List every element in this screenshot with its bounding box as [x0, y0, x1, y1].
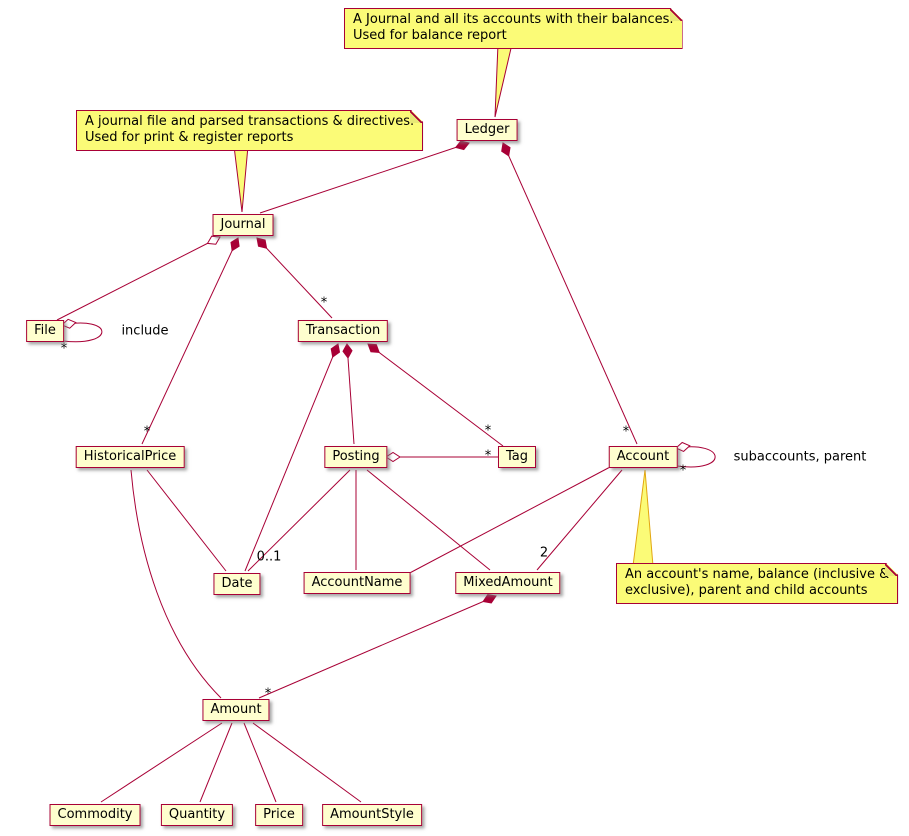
class-node-amount: Amount	[202, 699, 270, 721]
mixedamount-amount-filled-diamond-icon	[482, 594, 497, 604]
journal-transaction-filled-diamond-icon	[256, 237, 268, 249]
edge-account-accountname	[403, 465, 613, 577]
note-text: A journal file and parsed transactions &…	[85, 114, 415, 145]
edge-journal-transaction	[256, 237, 333, 319]
edge-ledger-account	[502, 142, 638, 445]
edge-amount-price	[243, 722, 277, 803]
edge-posting-mixedamount	[366, 469, 491, 571]
account-description-pointer-icon	[632, 469, 654, 567]
file-include-loop-open-diamond-icon	[61, 318, 77, 329]
edge-file-include-loop	[61, 322, 103, 343]
edge-amount-commodity	[100, 722, 223, 803]
class-node-date: Date	[213, 573, 261, 595]
class-node-ledger: Ledger	[456, 119, 518, 141]
class-node-amountstyle: AmountStyle	[322, 804, 422, 826]
edge-label: include	[121, 323, 169, 339]
edge-account-mixedamount	[536, 469, 623, 571]
class-node-file: File	[26, 320, 64, 342]
class-node-journal: Journal	[212, 214, 274, 236]
note-account-description: An account's name, balance (inclusive & …	[616, 563, 898, 604]
class-node-posting: Posting	[324, 446, 388, 468]
edge-label: *	[264, 686, 272, 702]
note-text: An account's name, balance (inclusive & …	[625, 567, 890, 598]
transaction-posting-filled-diamond-icon	[342, 343, 353, 359]
class-node-price: Price	[255, 804, 303, 826]
class-node-quantity: Quantity	[160, 804, 234, 826]
edge-label: 0..1	[256, 549, 282, 565]
class-node-transaction: Transaction	[297, 320, 389, 342]
edge-historicalprice-amount	[130, 469, 222, 699]
edge-mixedamount-amount	[258, 595, 497, 699]
edge-historicalprice-date	[146, 469, 227, 572]
print-register-pointer-icon	[233, 145, 249, 213]
journal-file-open-diamond-icon	[206, 235, 221, 245]
journal-historicalprice-filled-diamond-icon	[230, 237, 240, 252]
class-node-accountname: AccountName	[303, 572, 411, 594]
note-text: A Journal and all its accounts with thei…	[353, 12, 674, 43]
transaction-tag-filled-diamond-icon	[367, 343, 380, 353]
edge-amount-amountstyle	[252, 722, 362, 803]
class-node-mixedamount: MixedAmount	[455, 572, 561, 594]
class-node-account: Account	[608, 446, 678, 468]
posting-tag-open-diamond-icon	[385, 451, 401, 463]
edge-label: 2	[539, 545, 549, 561]
class-node-tag: Tag	[497, 446, 537, 468]
edge-ledger-journal	[259, 142, 470, 214]
edge-account-subaccounts-loop	[675, 446, 716, 468]
balance-report-pointer-icon	[494, 43, 513, 118]
edge-label: *	[622, 424, 630, 440]
edge-label: subaccounts, parent	[733, 449, 867, 465]
note-balance-report: A Journal and all its accounts with thei…	[344, 8, 683, 49]
edge-transaction-tag	[367, 343, 504, 447]
edge-posting-date	[247, 469, 351, 572]
note-print-register: A journal file and parsed transactions &…	[76, 110, 423, 151]
edge-journal-file	[56, 236, 221, 321]
edge-label: *	[484, 448, 492, 464]
edge-label: *	[679, 463, 687, 479]
ledger-journal-filled-diamond-icon	[454, 140, 470, 151]
edge-label: *	[143, 424, 151, 440]
edge-label: *	[484, 423, 492, 439]
edge-transaction-date	[244, 343, 339, 572]
class-node-commodity: Commodity	[49, 804, 141, 826]
edge-transaction-posting	[346, 343, 355, 445]
account-subaccounts-loop-open-diamond-icon	[675, 441, 691, 452]
edge-journal-historicalprice	[141, 237, 239, 445]
ledger-account-filled-diamond-icon	[501, 142, 511, 157]
edge-label: *	[60, 341, 68, 357]
class-node-historicalprice: HistoricalPrice	[75, 446, 185, 468]
edge-amount-quantity	[199, 722, 233, 803]
edge-label: *	[320, 295, 328, 311]
transaction-date-filled-diamond-icon	[330, 343, 341, 358]
